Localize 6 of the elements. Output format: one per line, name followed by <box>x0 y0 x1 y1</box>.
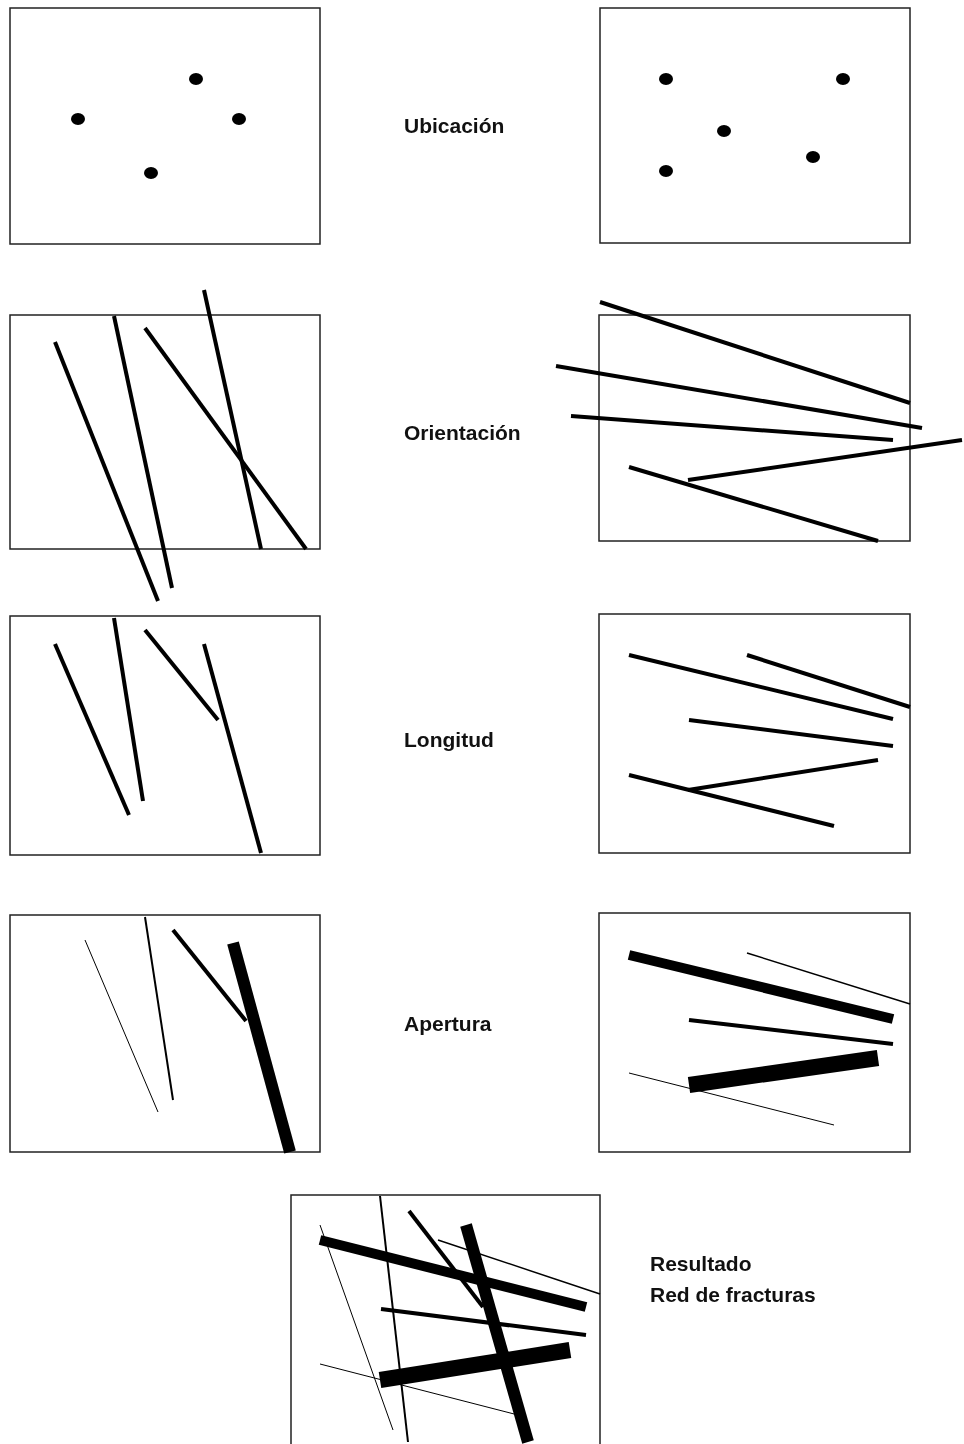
panel-label: Red de fracturas <box>650 1282 816 1308</box>
panel-label: Apertura <box>404 1011 492 1037</box>
panel-label: Ubicación <box>404 113 505 139</box>
panel-label: Orientación <box>404 420 521 446</box>
panel-label: Longitud <box>404 727 494 753</box>
panel-label: Resultado <box>650 1251 752 1277</box>
